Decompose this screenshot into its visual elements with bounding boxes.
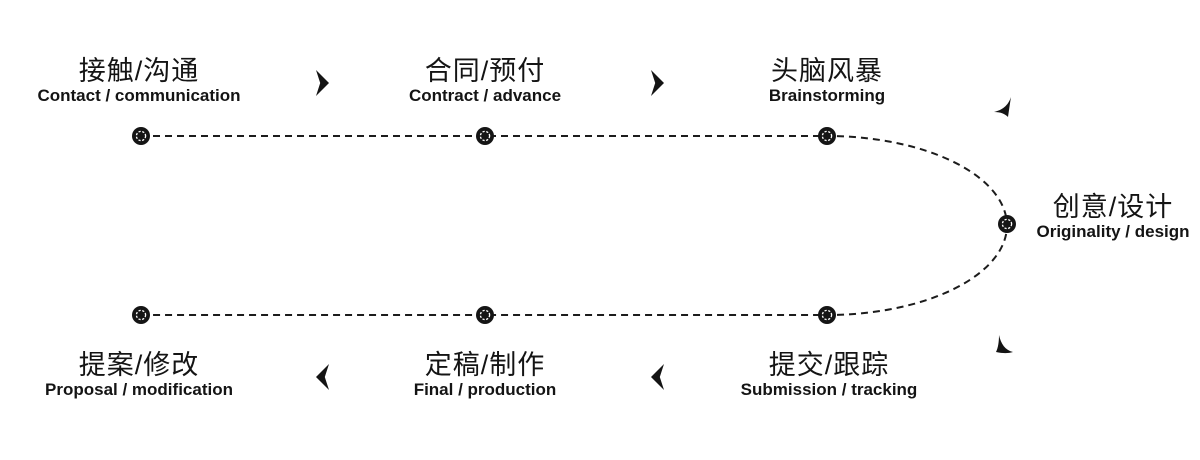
stage-zh-label: 定稿/制作 bbox=[424, 350, 546, 380]
stage-brainstorming: 头脑风暴 Brainstorming bbox=[769, 56, 885, 105]
stage-dot-brainstorming bbox=[818, 127, 836, 145]
stage-en-label: Contact / communication bbox=[37, 86, 241, 105]
stage-originality: 创意/设计 Originality / design bbox=[1036, 192, 1189, 241]
chevron-left-icon bbox=[316, 364, 329, 390]
chevron-left-icon bbox=[651, 364, 664, 390]
stage-contact: 接触/沟通 Contact / communication bbox=[37, 56, 240, 105]
stage-en-label: Submission / tracking bbox=[740, 380, 918, 399]
stage-submission: 提交/跟踪 Submission / tracking bbox=[741, 350, 918, 399]
curved-arrowhead-top-icon bbox=[994, 97, 1011, 117]
stage-en-label: Originality / design bbox=[1036, 222, 1190, 241]
stage-zh-label: 接触/沟通 bbox=[78, 56, 200, 86]
stage-zh-label: 提交/跟踪 bbox=[768, 350, 890, 380]
curved-arrowhead-bottom-icon bbox=[996, 335, 1013, 354]
stage-contract: 合同/预付 Contract / advance bbox=[409, 56, 561, 105]
stage-en-label: Proposal / modification bbox=[45, 380, 233, 399]
stage-zh-label: 合同/预付 bbox=[424, 56, 546, 86]
stage-dot-final bbox=[476, 306, 494, 324]
stage-dot-proposal bbox=[132, 306, 150, 324]
chevron-right-icon bbox=[316, 70, 329, 96]
stage-dot-originality bbox=[998, 215, 1016, 233]
stage-final: 定稿/制作 Final / production bbox=[414, 350, 557, 399]
stage-en-label: Final / production bbox=[413, 380, 557, 399]
dashed-flow-path bbox=[141, 135, 1008, 316]
stage-dot-contact bbox=[132, 127, 150, 145]
stage-dot-contract bbox=[476, 127, 494, 145]
stage-dot-submission bbox=[818, 306, 836, 324]
stage-zh-label: 提案/修改 bbox=[78, 350, 200, 380]
stage-proposal: 提案/修改 Proposal / modification bbox=[45, 350, 233, 399]
stage-zh-label: 头脑风暴 bbox=[771, 56, 883, 86]
stage-en-label: Brainstorming bbox=[768, 86, 886, 105]
stage-zh-label: 创意/设计 bbox=[1052, 192, 1174, 222]
stage-en-label: Contract / advance bbox=[408, 86, 562, 105]
chevron-right-icon bbox=[651, 70, 664, 96]
